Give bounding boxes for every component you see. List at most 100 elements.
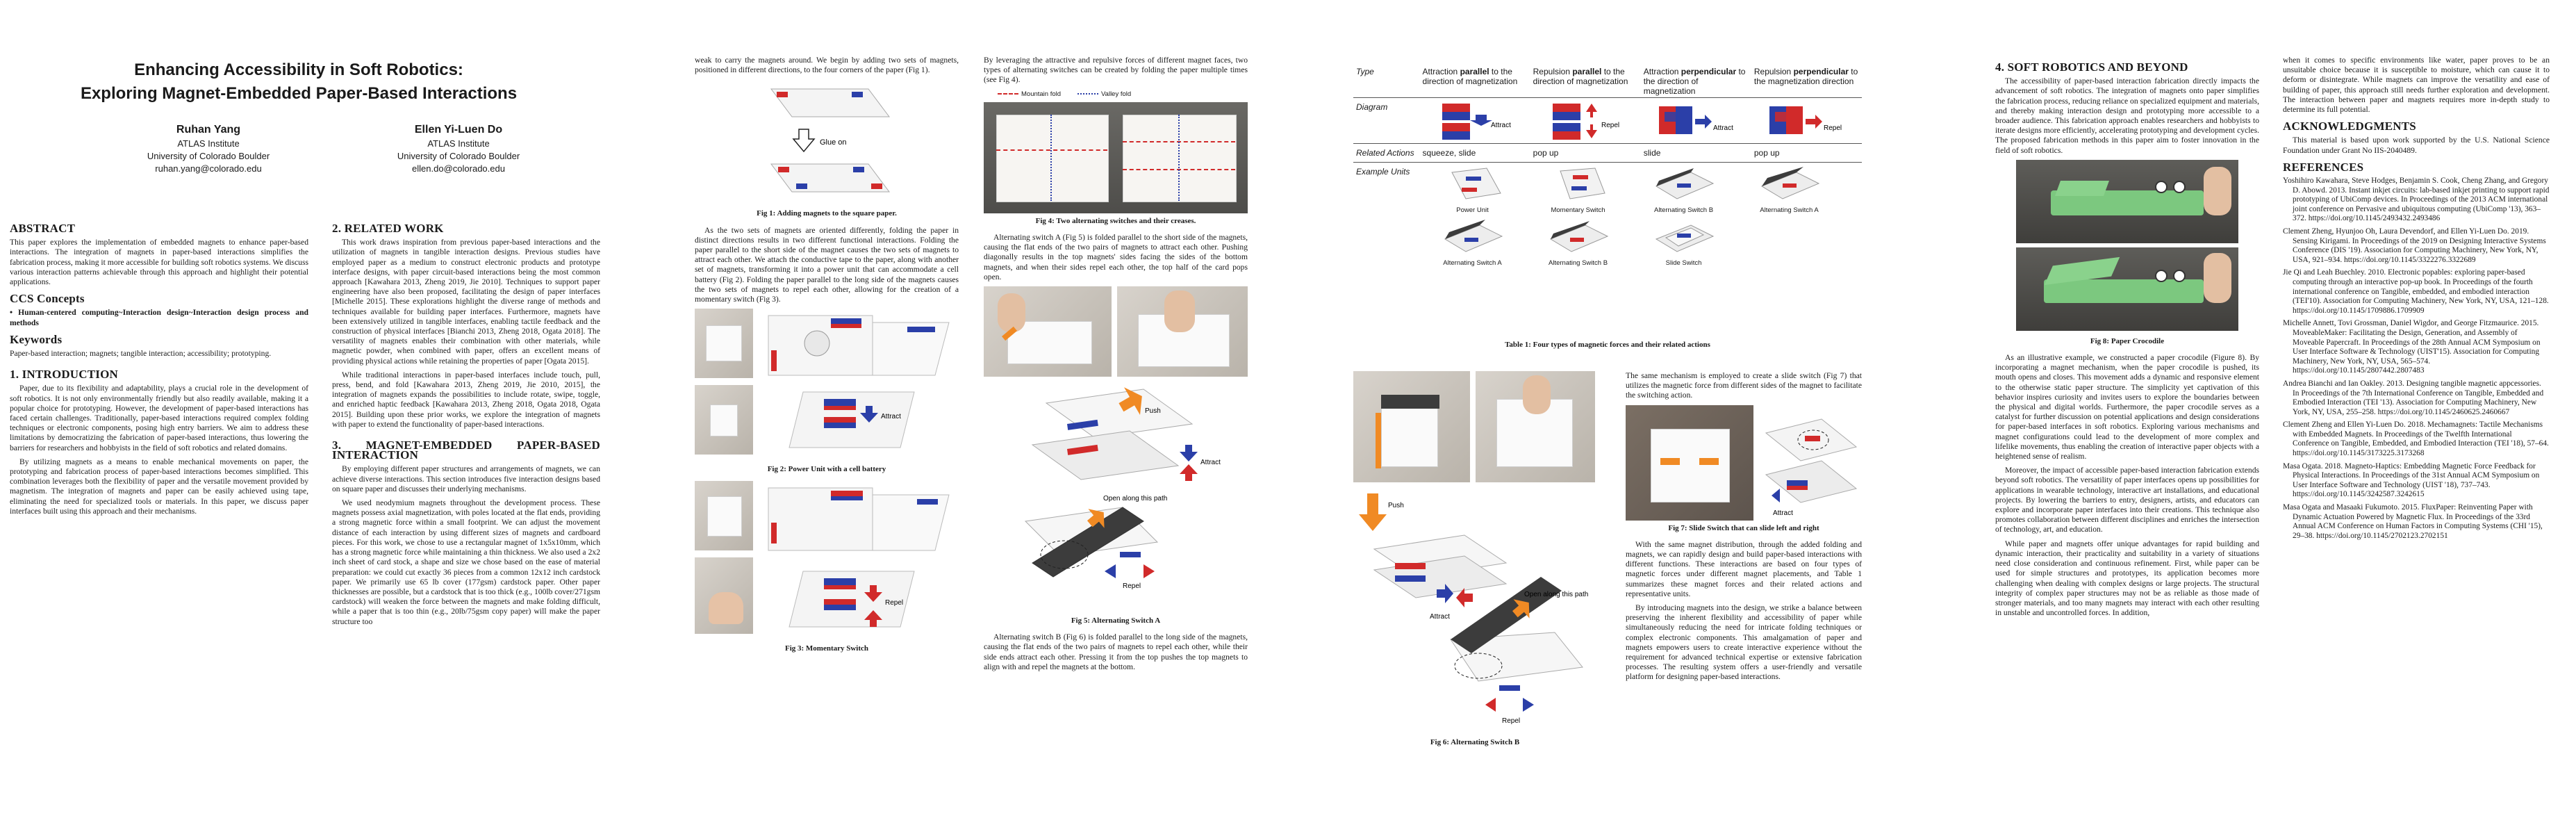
col9-p1: when it comes to specific environments l…	[2283, 56, 2550, 115]
author-email[interactable]: ellen.do@colorado.edu	[412, 163, 505, 174]
type-col-1: Attraction parallel to the direction of …	[1422, 67, 1518, 86]
diagram-cell-4: Repel	[1751, 97, 1862, 144]
fig2-photo-1	[695, 309, 753, 379]
svg-text:Repel: Repel	[1824, 124, 1842, 132]
fig8-photo-1	[2016, 159, 2238, 243]
figure-8	[2016, 159, 2238, 334]
author-email[interactable]: ruhan.yang@colorado.edu	[155, 163, 262, 174]
fig2-attract-label: Attract	[881, 413, 901, 420]
fig5-photo-1	[984, 286, 1112, 377]
col3-p1: weak to carry the magnets around. We beg…	[695, 56, 959, 75]
type-label: Type	[1356, 67, 1374, 76]
fig7-caption: Fig 7: Slide Switch that can slide left …	[1668, 523, 1819, 532]
fig2-caption: Fig 2: Power Unit with a cell battery	[767, 465, 886, 474]
table1-caption: Table 1: Four types of magnetic forces a…	[1505, 341, 1710, 349]
unit-alt-a-1: Alternating Switch A	[1737, 165, 1842, 214]
reference-item: Clement Zheng, Hyunjoo Oh, Laura Devendo…	[2283, 227, 2546, 264]
col8-p2: As an illustrative example, we construct…	[1995, 353, 2259, 461]
author-univ: University of Colorado Boulder	[147, 151, 270, 161]
units-cell: Power Unit Momentary Switch Alternating …	[1419, 162, 1862, 291]
unit-alt-b-2: Alternating Switch B	[1526, 218, 1631, 267]
fig7-diagram: Attract	[1765, 418, 1858, 517]
author-name: Ruhan Yang	[176, 124, 241, 136]
column-1: ABSTRACT This paper explores the impleme…	[10, 217, 308, 521]
figure-5: Push Attract Open along this path Repel	[984, 286, 1248, 613]
fig3-photo-1	[695, 481, 753, 551]
svg-text:Attract: Attract	[1713, 124, 1733, 132]
fig5-attract-label: Attract	[1200, 459, 1221, 466]
magnet-heading: 3. MAGNET-EMBEDDED PAPER-BASED INTERACTI…	[332, 439, 600, 462]
related-heading: 2. RELATED WORK	[332, 222, 444, 235]
fig7-photo	[1626, 404, 1753, 521]
fig8-photo-2	[2016, 247, 2238, 331]
col4-p3: Alternating switch B (Fig 6) is folded p…	[984, 632, 1248, 671]
fig6-push-label: Push	[1388, 502, 1404, 509]
column-2: 2. RELATED WORK This work draws inspirat…	[332, 217, 600, 631]
action-4: pop up	[1751, 143, 1862, 163]
fig5-open-label: Open along this path	[1103, 495, 1167, 502]
column-3: weak to carry the magnets around. We beg…	[695, 56, 959, 661]
col8-p3: Moreover, the impact of accessible paper…	[1995, 466, 2259, 534]
related-p2: While traditional interactions in paper-…	[332, 370, 600, 429]
units-row: Example Units Power Unit Momentary Switc…	[1353, 162, 1862, 291]
col8-p4: While paper and magnets offer unique adv…	[1995, 539, 2259, 618]
fig6-photo-1	[1353, 371, 1470, 482]
figure-4	[984, 101, 1248, 213]
fig6-photo-2	[1476, 371, 1595, 482]
fig3-diagram: Repel	[768, 487, 950, 628]
keywords-text: Paper-based interaction; magnets; tangib…	[10, 349, 272, 359]
action-2: pop up	[1530, 143, 1641, 163]
column-4: By leveraging the attractive and repulsi…	[984, 56, 1248, 676]
abstract-heading: ABSTRACT	[10, 222, 76, 235]
fig1-glue-label: Glue on	[820, 138, 847, 147]
valley-fold-legend: Valley fold	[1078, 90, 1131, 99]
table-1: Type Attraction parallel to the directio…	[1353, 65, 1862, 291]
action-1: squeeze, slide	[1419, 143, 1530, 163]
fold-legend: Mountain fold Valley fold	[998, 90, 1248, 99]
figure-7: Attract	[1626, 404, 1862, 521]
keywords-heading: Keywords	[10, 332, 63, 346]
ccs-heading: CCS Concepts	[10, 292, 85, 306]
mountain-fold-legend: Mountain fold	[998, 90, 1061, 99]
diagram-label: Diagram	[1353, 97, 1420, 144]
col7-p3: By introducing magnets into the design, …	[1626, 603, 1862, 682]
col8-p1: The accessibility of paper-based interac…	[1995, 76, 2259, 155]
figure-2: Attract	[695, 309, 959, 461]
reference-item: Clement Zheng and Ellen Yi-Luen Do. 2018…	[2283, 420, 2549, 458]
author-1: Ruhan Yang ATLAS Institute University of…	[118, 124, 299, 175]
fig5-diagram: Push Attract Open along this path Repel	[1024, 387, 1221, 590]
soft-robotics-heading: 4. SOFT ROBOTICS AND BEYOND	[1995, 60, 2188, 74]
intro-heading: 1. INTRODUCTION	[10, 368, 119, 382]
author-2: Ellen Yi-Luen Do ATLAS Institute Univers…	[368, 124, 549, 175]
fig6-repel-label: Repel	[1502, 717, 1520, 725]
reference-item: Masa Ogata. 2018. Magneto-Haptics: Embed…	[2283, 461, 2540, 499]
column-9: when it comes to specific environments l…	[2283, 56, 2550, 544]
magnet-p1: By employing different paper structures …	[332, 464, 600, 493]
paper-title: Enhancing Accessibility in Soft Robotics…	[42, 58, 556, 106]
col7-p1: The same mechanism is employed to create…	[1626, 371, 1862, 400]
fig3-caption: Fig 3: Momentary Switch	[784, 644, 869, 653]
type-col-4: Repulsion perpendicular to the magnetiza…	[1753, 67, 1858, 86]
unit-momentary: Momentary Switch	[1526, 165, 1631, 214]
ack-text: This material is based upon work support…	[2283, 136, 2550, 155]
figure-3: Repel	[695, 481, 959, 641]
related-actions-label: Related Actions	[1353, 143, 1420, 163]
unit-slide: Slide Switch	[1631, 218, 1737, 267]
reference-item: Michelle Annett, Tovi Grossman, Daniel W…	[2283, 319, 2541, 375]
author-name: Ellen Yi-Luen Do	[414, 124, 503, 136]
fig2-photo-2	[695, 385, 753, 455]
fig1-diagram: Glue on	[770, 88, 890, 193]
reference-item: Jie Qi and Leah Buechley. 2010. Electron…	[2283, 268, 2549, 315]
fig4-caption: Fig 4: Two alternating switches and thei…	[1035, 216, 1196, 225]
type-col-2: Repulsion parallel to the direction of m…	[1533, 67, 1628, 86]
col4-p2: Alternating switch A (Fig 5) is folded p…	[984, 233, 1248, 281]
fig3-photo-2	[695, 557, 753, 635]
diagram-cell-1: Attract	[1419, 97, 1530, 144]
figure-1: Glue on	[695, 81, 959, 206]
column-8: 4. SOFT ROBOTICS AND BEYOND The accessib…	[1995, 56, 2259, 622]
unit-alt-a-2: Alternating Switch A	[1420, 218, 1526, 267]
svg-text:Repel: Repel	[1601, 122, 1619, 129]
fig5-photo-2	[1117, 286, 1248, 377]
type-col-3: Attraction perpendicular to the directio…	[1643, 67, 1746, 96]
ack-heading: ACKNOWLEDGMENTS	[2283, 120, 2416, 133]
